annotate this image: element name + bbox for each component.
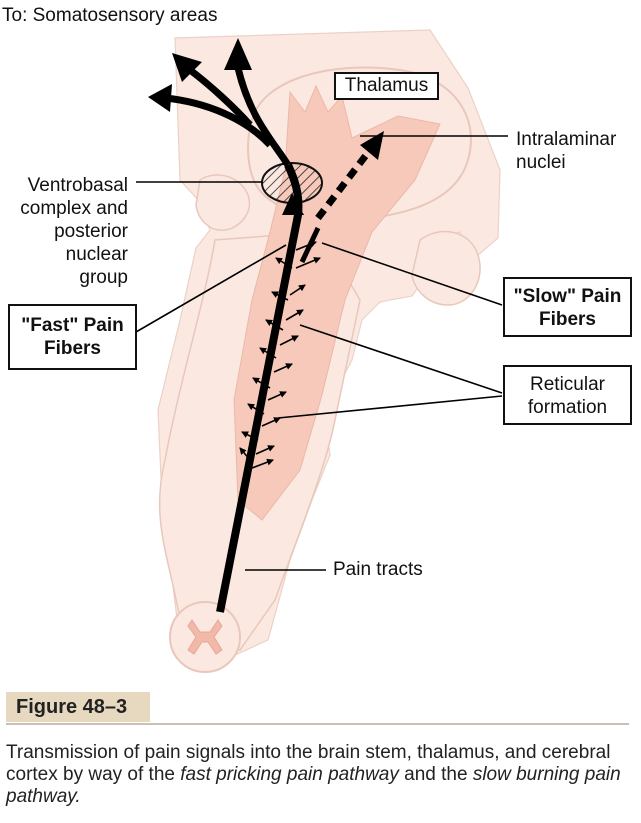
arrowhead-center (224, 38, 252, 70)
fast-pain-box: "Fast" Pain Fibers (8, 304, 137, 370)
right-lobe (411, 230, 481, 306)
arrowhead-thalamus (282, 193, 304, 215)
slow-pain-line-2: Fibers (538, 309, 597, 330)
cortical-branch-lower (164, 94, 273, 148)
ventrobasal-line-5: group (79, 267, 128, 288)
reticular-line-1: Reticular (530, 374, 605, 395)
ventrobasal-label: Ventrobasal complex and posterior nuclea… (0, 174, 128, 289)
ventrobasal-line-4: nuclear (65, 244, 128, 265)
caption-part-1: Transmission of pain signals into the br… (6, 742, 611, 785)
slow-pain-line-1: "Slow" Pain (513, 286, 622, 307)
thalamus-label: Thalamus (334, 72, 439, 100)
caption-part-2: and the (398, 764, 473, 785)
arrowhead-lower (148, 84, 172, 112)
pain-pathway-diagram (135, 29, 508, 673)
fast-pain-line-2: Fibers (43, 338, 102, 359)
slow-pain-lower-segment (299, 226, 321, 264)
figure-divider (6, 723, 629, 725)
spinal-gray-matter (187, 619, 223, 655)
slow-pain-dashed-path (315, 147, 373, 221)
cortical-branch-center (234, 67, 291, 167)
caption-fast-pathway: fast pricking pain pathway (180, 764, 399, 785)
left-lobe (195, 174, 251, 231)
intralaminar-line-1: Intralaminar (516, 129, 617, 150)
reticular-box: Reticular formation (503, 365, 632, 425)
thalamus-outline (247, 66, 472, 221)
somatosensory-label: To: Somatosensory areas (2, 5, 218, 26)
cortical-branch-left (187, 67, 253, 128)
slow-pain-box: "Slow" Pain Fibers (503, 277, 632, 337)
arrowhead-slow (360, 131, 384, 160)
fast-pain-line-1: "Fast" Pain (21, 315, 124, 336)
arrowhead-left (172, 53, 202, 82)
reticular-line-2: formation (527, 397, 608, 418)
intralaminar-line-2: nuclei (516, 152, 566, 173)
figure-heading-bar: Figure 48–3 (0, 692, 641, 728)
leader-lines (135, 135, 508, 571)
ventrobasal-line-3: posterior (54, 221, 128, 242)
figure-caption: Transmission of pain signals into the br… (6, 742, 636, 808)
ventrobasal-line-1: Ventrobasal (27, 175, 128, 196)
pain-tracts-label: Pain tracts (333, 559, 423, 580)
figure-tag: Figure 48–3 (6, 692, 150, 722)
intralaminar-label: Intralaminar nuclei (516, 128, 616, 174)
thalamus-text: Thalamus (344, 75, 429, 96)
caption-slow-pathway: slow burning pain pathway. (6, 764, 621, 807)
ventrobasal-line-2: complex and (20, 198, 128, 219)
